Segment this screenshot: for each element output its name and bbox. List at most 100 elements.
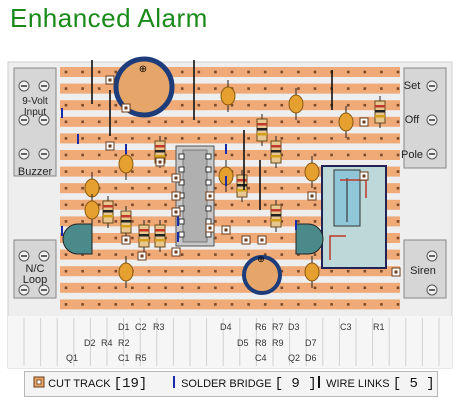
- ref-r6: R6: [255, 322, 267, 332]
- track-hole: [214, 269, 217, 273]
- track-hole: [396, 286, 400, 290]
- track-hole: [214, 286, 217, 290]
- track-hole: [180, 137, 184, 140]
- resistor-band: [271, 145, 281, 148]
- track-hole: [247, 203, 250, 207]
- resistor-band: [155, 155, 165, 158]
- track-hole: [114, 236, 118, 240]
- track-hole: [280, 87, 284, 90]
- track-hole: [247, 253, 250, 256]
- track-hole: [214, 70, 217, 74]
- track-hole: [180, 120, 184, 124]
- track-hole: [230, 236, 234, 240]
- track-hole: [114, 303, 118, 306]
- track-hole: [247, 103, 250, 107]
- track-hole: [247, 70, 250, 74]
- track-hole: [297, 170, 300, 173]
- transistor-q2: [295, 223, 324, 255]
- track-hole: [297, 70, 300, 74]
- track-hole: [114, 70, 118, 74]
- ref-d7: D7: [305, 338, 317, 348]
- track-hole: [147, 269, 151, 273]
- track-hole: [197, 269, 201, 273]
- track-hole: [114, 286, 118, 290]
- track-hole: [380, 303, 383, 306]
- track-hole: [313, 203, 317, 207]
- copper-track: [60, 150, 400, 160]
- ref-r8: R8: [255, 338, 267, 348]
- track-hole: [297, 186, 300, 190]
- track-hole: [363, 103, 367, 107]
- ref-d1: D1: [118, 322, 130, 332]
- track-hole: [81, 286, 84, 290]
- resistor-band: [139, 234, 149, 237]
- legend-solder-bridge-count: [ 9 ]: [274, 376, 317, 392]
- track-hole: [297, 269, 300, 273]
- track-hole: [363, 286, 367, 290]
- copper-track: [60, 100, 400, 111]
- track-hole: [313, 87, 317, 90]
- track-hole: [363, 137, 367, 140]
- track-hole: [330, 120, 333, 124]
- cut-track-icon: [33, 376, 45, 388]
- track-hole: [97, 170, 101, 173]
- ic-pin: [178, 166, 185, 173]
- track-hole: [81, 303, 84, 306]
- track-hole: [363, 70, 367, 74]
- track-hole: [263, 203, 267, 207]
- track-hole: [396, 303, 400, 306]
- track-hole: [247, 220, 250, 223]
- track-hole: [346, 103, 350, 107]
- track-hole: [64, 220, 68, 223]
- track-hole: [164, 170, 167, 173]
- track-hole: [330, 269, 333, 273]
- track-hole: [64, 70, 68, 74]
- track-hole: [346, 87, 350, 90]
- track-hole: [180, 87, 184, 90]
- svg-text:⊕: ⊕: [139, 64, 147, 75]
- track-hole: [313, 103, 317, 107]
- track-hole: [197, 253, 201, 256]
- solder-bridge-icon: [173, 376, 175, 388]
- capacitor-c3-large: ⊕: [113, 56, 175, 118]
- track-hole: [263, 170, 267, 173]
- ic-pin: [205, 218, 212, 225]
- resistor-band: [139, 229, 149, 232]
- track-hole: [214, 87, 217, 90]
- track-hole: [297, 120, 300, 124]
- track-hole: [197, 120, 201, 124]
- track-hole: [313, 120, 317, 124]
- track-hole: [147, 186, 151, 190]
- terminal-block-right: [403, 67, 447, 299]
- ref-r3: R3: [153, 322, 165, 332]
- page-title: Enhanced Alarm: [10, 3, 208, 33]
- track-hole: [396, 120, 400, 124]
- ic-pin: [205, 205, 212, 212]
- cut-track-dot: [394, 270, 398, 274]
- track-hole: [214, 253, 217, 256]
- track-hole: [164, 269, 167, 273]
- resistor-band: [155, 234, 165, 237]
- track-hole: [280, 186, 284, 190]
- track-hole: [214, 120, 217, 124]
- resistor-band: [271, 219, 281, 222]
- cut-track-dot: [174, 176, 178, 180]
- cut-track-dot: [224, 228, 228, 232]
- track-hole: [214, 186, 217, 190]
- cut-track-dot: [244, 238, 248, 242]
- terminal-label-set: Set: [403, 80, 421, 92]
- copper-track: [60, 67, 400, 77]
- track-hole: [280, 303, 284, 306]
- track-hole: [64, 269, 68, 273]
- track-hole: [64, 203, 68, 207]
- ref-r4: R4: [101, 338, 113, 348]
- resistor-band: [103, 215, 113, 218]
- track-hole: [280, 203, 284, 207]
- track-hole: [263, 103, 267, 107]
- track-hole: [81, 269, 84, 273]
- small-capacitor: [338, 112, 354, 132]
- track-hole: [280, 103, 284, 107]
- track-hole: [346, 137, 350, 140]
- track-hole: [230, 186, 234, 190]
- track-hole: [147, 137, 151, 140]
